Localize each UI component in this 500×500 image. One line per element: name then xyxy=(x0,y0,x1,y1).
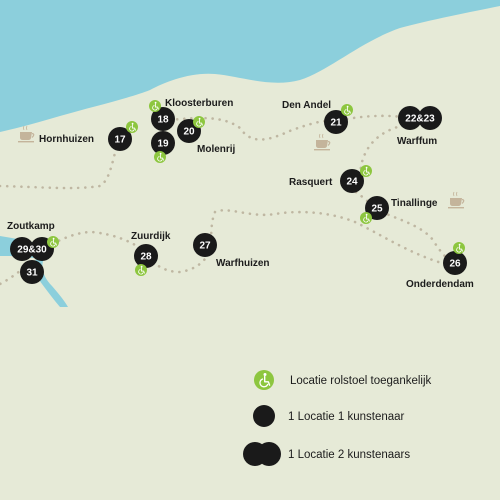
location-28[interactable]: 28 xyxy=(134,244,158,268)
town-hornhuizen: Hornhuizen xyxy=(39,134,94,145)
location-22-23-number: 22&23 xyxy=(405,114,435,125)
wheelchair-icon xyxy=(340,103,354,117)
town-tinallinge: Tinallinge xyxy=(391,198,438,209)
location-17[interactable]: 17 xyxy=(108,127,132,151)
location-20-number: 20 xyxy=(183,127,195,138)
legend-single-label: 1 Locatie 1 kunstenaar xyxy=(288,411,405,423)
location-18-number: 18 xyxy=(157,115,169,126)
wheelchair-icon xyxy=(46,235,60,249)
location-28-number: 28 xyxy=(140,252,152,263)
location-21[interactable]: 21 xyxy=(324,110,348,134)
location-27[interactable]: 27 xyxy=(193,233,217,257)
legend-double-label: 1 Locatie 2 kunstenaars xyxy=(288,449,410,461)
town-warfhuizen: Warfhuizen xyxy=(216,258,270,269)
town-onderdendam: Onderdendam xyxy=(406,279,474,290)
wheelchair-icon xyxy=(452,241,466,255)
town-molenrij: Molenrij xyxy=(197,144,236,155)
location-22-23[interactable]: 22&23 xyxy=(398,106,442,130)
legend-single-marker xyxy=(253,405,275,427)
location-27-number: 27 xyxy=(199,241,211,252)
location-19-number: 19 xyxy=(157,139,169,150)
location-26-number: 26 xyxy=(449,259,461,270)
location-31[interactable]: 31 xyxy=(20,260,44,284)
legend: Locatie rolstoel toegankelijk 1 Locatie … xyxy=(243,370,432,466)
town-kloosterburen: Kloosterburen xyxy=(165,98,233,109)
town-zuurdijk: Zuurdijk xyxy=(131,231,171,242)
location-19[interactable]: 19 xyxy=(151,131,175,155)
location-25[interactable]: 25 xyxy=(365,196,389,220)
wheelchair-icon xyxy=(254,370,274,390)
wadden-sea xyxy=(0,0,500,132)
location-29-30-number: 29&30 xyxy=(17,245,47,256)
location-17-number: 17 xyxy=(114,135,126,146)
town-den-andel: Den Andel xyxy=(282,100,331,111)
location-26[interactable]: 26 xyxy=(443,251,467,275)
location-25-number: 25 xyxy=(371,204,383,215)
wheelchair-icon xyxy=(134,263,148,277)
location-31-number: 31 xyxy=(26,268,38,279)
wheelchair-icon xyxy=(192,115,206,129)
location-18[interactable]: 18 xyxy=(151,107,175,131)
wheelchair-icon xyxy=(359,164,373,178)
wheelchair-icon xyxy=(153,150,167,164)
wheelchair-icon xyxy=(125,120,139,134)
wheelchair-icon xyxy=(359,211,373,225)
legend-wheelchair-label: Locatie rolstoel toegankelijk xyxy=(290,375,432,387)
wheelchair-icon xyxy=(148,99,162,113)
location-21-number: 21 xyxy=(330,118,342,129)
town-zoutkamp: Zoutkamp xyxy=(7,221,55,232)
town-warffum: Warffum xyxy=(397,136,437,147)
town-rasquert: Rasquert xyxy=(289,177,333,188)
location-24-number: 24 xyxy=(346,177,358,188)
location-24[interactable]: 24 xyxy=(340,169,364,193)
legend-double-marker xyxy=(243,442,281,466)
